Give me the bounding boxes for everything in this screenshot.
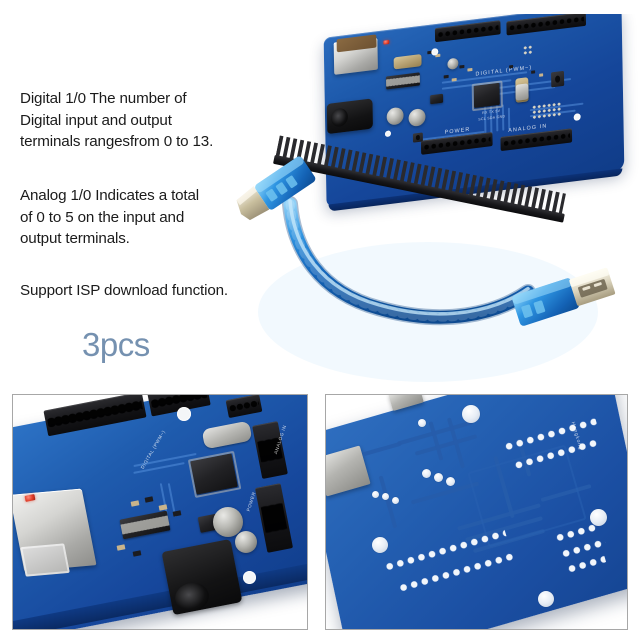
solder-pad <box>422 469 431 478</box>
usb-a-plug <box>512 267 616 326</box>
smd-capacitor <box>467 67 473 72</box>
solder-pad <box>446 477 455 486</box>
usb-cable <box>236 156 616 382</box>
closeup-electrolytic-cap <box>235 531 257 553</box>
spec-digital-io-text: Digital 1/0 The number of Digital input … <box>20 90 214 151</box>
reset-button[interactable] <box>551 70 565 88</box>
hero-product-photo: DIGITAL (PWM~) POWER ANALOG IN <box>228 14 640 386</box>
closeup-mounting-hole <box>177 407 191 421</box>
smd-resistor <box>531 70 536 74</box>
back-mounting-hole <box>538 591 554 607</box>
solder-pad <box>418 419 426 427</box>
closeup-usb-b-port <box>20 543 70 577</box>
spec-isp-text: Support ISP download function. <box>20 282 228 299</box>
spec-analog-io-text: Analog 1/0 Indicates a total of 0 to 5 o… <box>20 187 200 248</box>
back-mounting-hole <box>372 537 388 553</box>
solder-pad <box>434 473 443 482</box>
board-back-closeup-panel: Hongkong <box>325 394 628 630</box>
regulator-chip <box>430 93 444 105</box>
closeup-mounting-hole <box>243 571 256 584</box>
power-led <box>383 39 390 45</box>
closeup-electrolytic-cap <box>213 507 243 537</box>
smd-resistor <box>459 64 465 69</box>
solder-pad <box>382 493 389 500</box>
board-front-closeup-panel: DIGITAL (PWM~) POWER ANALOG IN <box>12 394 308 630</box>
solder-pad <box>392 497 399 504</box>
smd-capacitor <box>451 77 457 82</box>
back-mounting-hole <box>590 509 607 526</box>
mcu-chip <box>473 82 500 109</box>
quantity-badge: 3pcs <box>82 326 150 363</box>
board-back-closeup-image: Hongkong <box>326 395 627 629</box>
crystal-can <box>515 83 529 101</box>
icsp2-header-pads <box>522 44 533 56</box>
closeup-mcu-chip <box>190 453 238 495</box>
smd-resistor <box>443 74 449 79</box>
back-mounting-hole <box>462 405 480 423</box>
usb-serial-chip <box>385 72 420 90</box>
smd-resistor <box>509 64 514 69</box>
usb-b-plug <box>236 156 316 221</box>
solder-pad <box>372 491 379 498</box>
smd-capacitor <box>539 73 544 77</box>
board-front-closeup-image: DIGITAL (PWM~) POWER ANALOG IN <box>13 395 307 629</box>
